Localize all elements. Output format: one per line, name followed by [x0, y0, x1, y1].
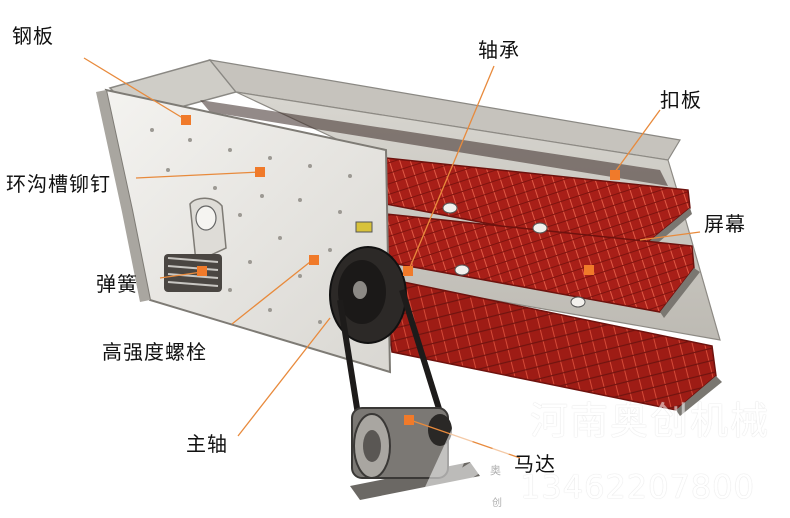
label-screen: 屏幕	[704, 212, 746, 236]
label-motor: 马达	[514, 452, 556, 476]
label-buckle-plate: 扣板	[660, 88, 702, 112]
label-main-shaft: 主轴	[186, 432, 228, 456]
watermark-phone: 13462207800	[520, 468, 755, 506]
watermark-logo-text-2: 创	[492, 498, 502, 509]
bearing-holes	[442, 202, 586, 308]
pulley-wheel	[329, 221, 407, 344]
label-steel-plate: 钢板	[12, 24, 54, 48]
screen-deck-3	[383, 277, 722, 416]
leader-lines	[83, 57, 701, 459]
front-side-plate	[96, 88, 392, 374]
label-ring-groove-rivet: 环沟槽铆钉	[6, 172, 111, 196]
label-high-strength-bolt: 高强度螺栓	[102, 340, 207, 364]
leader-markers	[181, 115, 620, 425]
watermark-logo	[420, 398, 512, 498]
label-spring: 弹簧	[96, 272, 138, 296]
watermark-company: 河南奥创机械	[530, 399, 771, 443]
watermark-logo-text-1: 奥	[490, 464, 501, 477]
top-rail	[200, 100, 668, 186]
label-bearing: 轴承	[478, 38, 520, 62]
